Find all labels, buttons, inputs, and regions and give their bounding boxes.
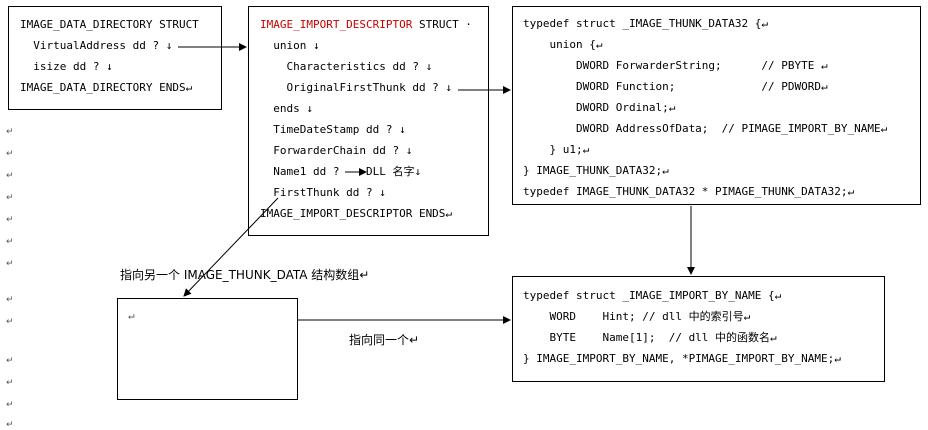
code-line: IMAGE_DATA_DIRECTORY STRUCT bbox=[20, 18, 199, 31]
code-line: ends ↓ bbox=[260, 102, 313, 115]
code-line: DWORD AddressOfData; // PIMAGE_IMPORT_BY… bbox=[523, 122, 888, 135]
image-data-directory-box: IMAGE_DATA_DIRECTORY STRUCT VirtualAddre… bbox=[8, 6, 222, 110]
descriptor-title-keyword: STRUCT · bbox=[412, 18, 472, 31]
code-line: } u1;↵ bbox=[523, 143, 590, 156]
other-thunk-array-box: ↵ bbox=[117, 298, 298, 400]
code-line: VirtualAddress dd ? ↓ bbox=[20, 39, 173, 52]
return-mark: ↵ bbox=[6, 400, 14, 410]
return-mark: ↵ bbox=[6, 193, 14, 203]
empty-line-mark: ↵ bbox=[128, 309, 135, 322]
code-line: IMAGE_IMPORT_DESCRIPTOR ENDS↵ bbox=[260, 207, 453, 220]
return-mark: ↵ bbox=[6, 295, 14, 305]
code-line: DWORD ForwarderString; // PBYTE ↵ bbox=[523, 59, 828, 72]
descriptor-title: IMAGE_IMPORT_DESCRIPTOR STRUCT · bbox=[260, 18, 472, 32]
code-line: OriginalFirstThunk dd ? ↓ bbox=[260, 81, 453, 94]
return-mark: ↵ bbox=[6, 356, 14, 366]
image-thunk-data32-box: typedef struct _IMAGE_THUNK_DATA32 {↵ un… bbox=[512, 6, 921, 205]
code-line: typedef struct _IMAGE_IMPORT_BY_NAME {↵ bbox=[523, 289, 782, 302]
code-line: BYTE Name[1]; // dll 中的函数名↵ bbox=[523, 331, 777, 344]
return-mark: ↵ bbox=[6, 149, 14, 159]
code-line: WORD Hint; // dll 中的索引号↵ bbox=[523, 310, 751, 323]
code-line: FirstThunk dd ? ↓ bbox=[260, 186, 386, 199]
arrow-firstthunk-to-other-array bbox=[183, 197, 279, 297]
code-line: Characteristics dd ? ↓ bbox=[260, 60, 433, 73]
code-line: isize dd ? ↓ bbox=[20, 60, 113, 73]
code-line: DWORD Ordinal;↵ bbox=[523, 101, 676, 114]
code-line: } IMAGE_IMPORT_BY_NAME, *PIMAGE_IMPORT_B… bbox=[523, 352, 841, 365]
code-line: IMAGE_DATA_DIRECTORY ENDS↵ bbox=[20, 81, 193, 94]
code-line: TimeDateStamp dd ? ↓ bbox=[260, 123, 406, 136]
return-mark: ↵ bbox=[6, 127, 14, 137]
return-mark: ↵ bbox=[6, 171, 14, 181]
code-line: } IMAGE_THUNK_DATA32;↵ bbox=[523, 164, 669, 177]
return-mark: ↵ bbox=[6, 317, 14, 327]
code-line: union {↵ bbox=[523, 38, 603, 51]
code-line: typedef IMAGE_THUNK_DATA32 * PIMAGE_THUN… bbox=[523, 185, 855, 198]
code-line: ForwarderChain dd ? ↓ bbox=[260, 144, 413, 157]
return-mark: ↵ bbox=[6, 259, 14, 269]
return-mark: ↵ bbox=[6, 215, 14, 225]
return-mark: ↵ bbox=[6, 237, 14, 247]
code-line: union ↓ bbox=[260, 39, 320, 52]
code-line: Name1 dd ? DLL 名字↓ bbox=[260, 165, 422, 178]
code-line: DWORD Function; // PDWORD↵ bbox=[523, 80, 828, 93]
return-mark: ↵ bbox=[6, 378, 14, 388]
descriptor-title-struct-name: IMAGE_IMPORT_DESCRIPTOR bbox=[260, 18, 413, 31]
code-line: typedef struct _IMAGE_THUNK_DATA32 {↵ bbox=[523, 17, 769, 30]
label-points-to-other-array: 指向另一个 IMAGE_THUNK_DATA 结构数组↵ bbox=[120, 268, 370, 282]
label-points-to-same: 指向同一个↵ bbox=[349, 333, 420, 347]
image-import-by-name-box: typedef struct _IMAGE_IMPORT_BY_NAME {↵ … bbox=[512, 276, 885, 382]
image-import-descriptor-box: IMAGE_IMPORT_DESCRIPTOR STRUCT · union ↓… bbox=[248, 6, 489, 236]
